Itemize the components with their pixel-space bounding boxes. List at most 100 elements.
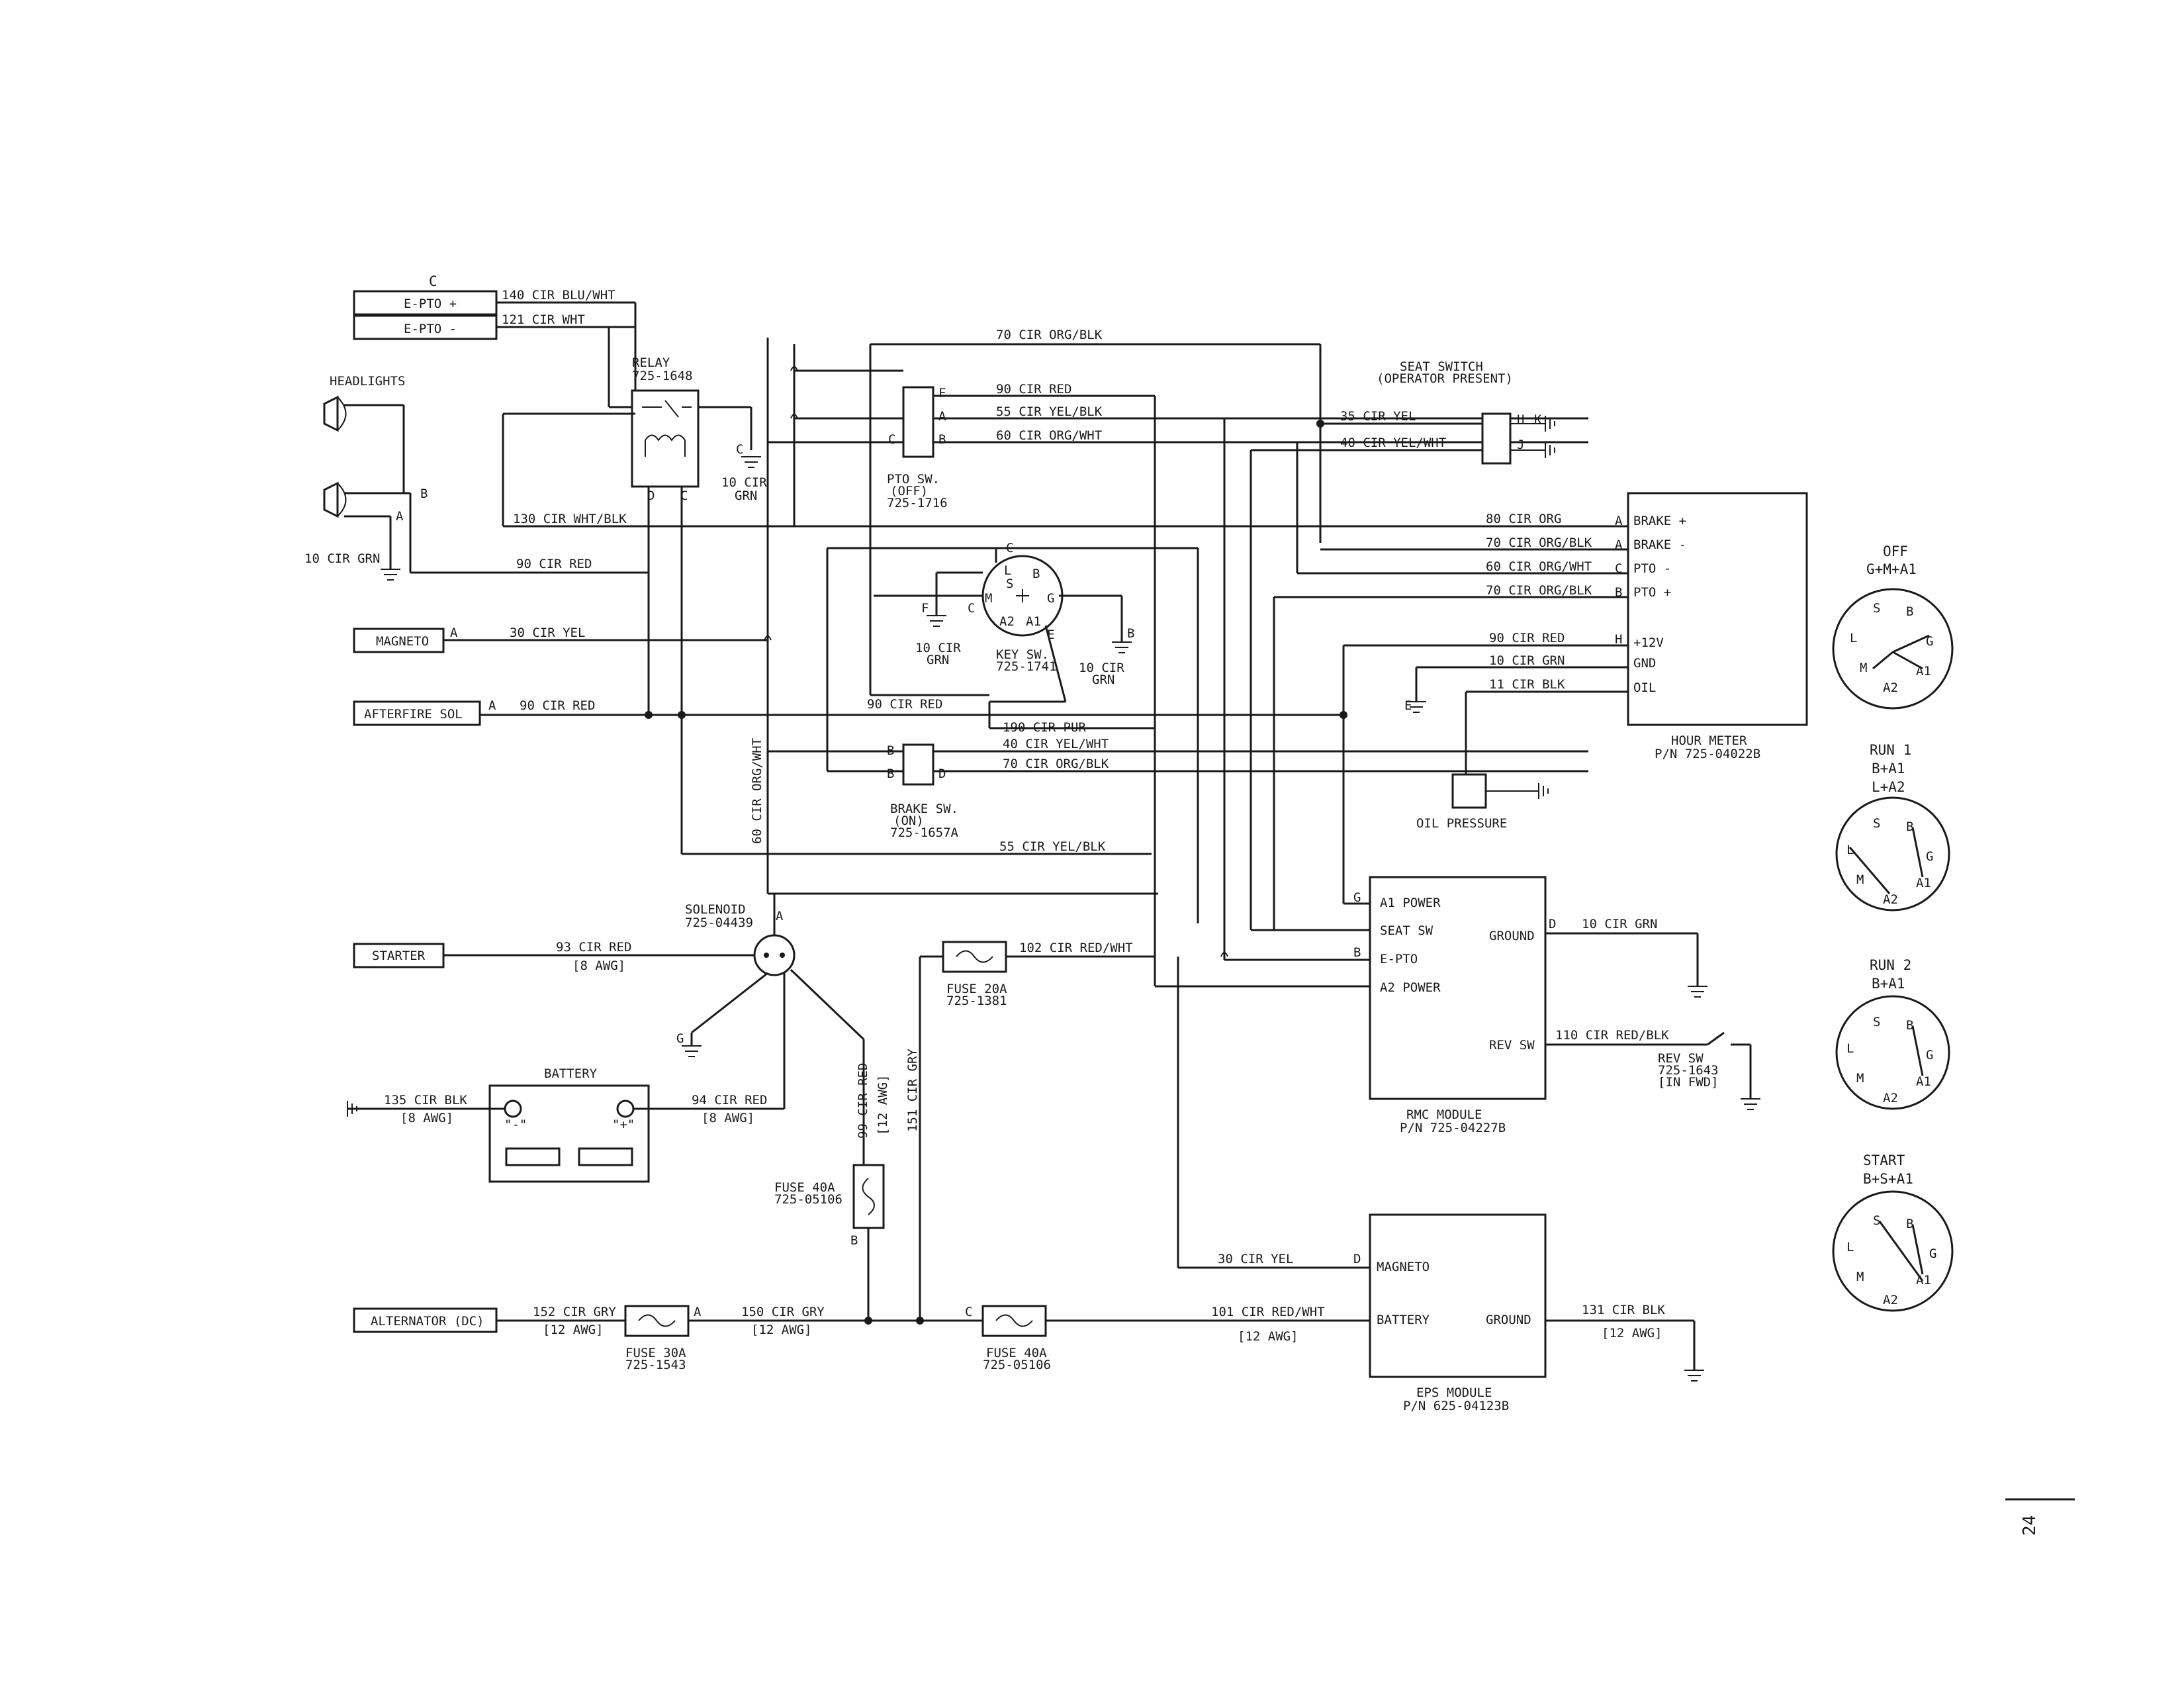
fuse40h-label: FUSE 40A	[986, 1346, 1047, 1360]
solenoid	[753, 934, 796, 976]
solenoid-gnd-g: G	[676, 1031, 684, 1046]
wire-190-label: 190 CIR PUR	[1003, 720, 1086, 735]
wire-30-eps-label: 30 CIR YEL	[1218, 1252, 1293, 1266]
start-s: S	[1873, 1213, 1880, 1228]
key-pin-l: L	[1004, 563, 1011, 578]
wire-94-label: 94 CIR RED	[692, 1093, 767, 1107]
rmc-ground-d: D	[1549, 917, 1556, 931]
key-gnd-wire-2: GRN	[927, 653, 949, 667]
battery-label: BATTERY	[544, 1066, 598, 1081]
rmc-pn: P/N 725-04227B	[1400, 1121, 1506, 1135]
key-gnd-wire-1: 10 CIR	[915, 641, 961, 655]
off-a2: A2	[1883, 680, 1898, 695]
pto-pin-b: B	[938, 432, 946, 447]
wire-102-label: 102 CIR RED/WHT	[1019, 941, 1133, 955]
wire-101-label: 101 CIR RED/WHT	[1211, 1305, 1325, 1319]
wire-121-label: 121 CIR WHT	[502, 312, 585, 327]
run2-b: B	[1906, 1018, 1913, 1033]
key-gnd-b: B	[1127, 626, 1134, 641]
epto-minus-connector	[353, 314, 498, 340]
seat-pin-k: K	[1534, 412, 1542, 427]
solenoid-label: SOLENOID	[685, 902, 746, 917]
battery-plus: "+"	[612, 1117, 635, 1132]
rev-sw-fwd: [IN FWD]	[1658, 1075, 1719, 1090]
wire-40-seat-label: 40 CIR YEL/WHT	[1340, 436, 1446, 450]
wire-60-vertical-label: 60 CIR ORG/WHT	[750, 738, 764, 844]
run2-a2: A2	[1883, 1091, 1898, 1105]
afterfire-label: AFTERFIRE SOL	[364, 707, 463, 722]
key-pos-start-combo: B+S+A1	[1863, 1171, 1913, 1187]
wire-60-hm-label: 60 CIR ORG/WHT	[1486, 559, 1592, 574]
fuse30-pn: 725-1543	[625, 1358, 686, 1372]
relay-ground-c: C	[736, 442, 743, 457]
key-pos-start-name: START	[1863, 1152, 1905, 1168]
key-pin-b: B	[1032, 567, 1040, 581]
start-g: G	[1929, 1246, 1936, 1261]
headlight-gnd-wire: 10 CIR GRN	[304, 551, 380, 566]
key-position-run1: RUN 1 B+A1 L+A2 S B L G M A1 A2	[1835, 742, 1950, 912]
hm-pin-brake-minus: BRAKE -	[1633, 538, 1686, 552]
wire-90-headlight-label: 90 CIR RED	[516, 557, 592, 571]
eps-pin-battery: BATTERY	[1377, 1313, 1430, 1327]
pto-sw-pn: 725-1716	[887, 496, 948, 510]
wire-101-awg: [12 AWG]	[1238, 1329, 1298, 1344]
seat-switch-sub: (OPERATOR PRESENT)	[1377, 371, 1513, 386]
wire-152-awg: [12 AWG]	[543, 1323, 604, 1337]
pto-sw-off: (OFF)	[890, 484, 928, 498]
hm-letter-a1: A	[1615, 514, 1623, 528]
afterfire-sol-connector	[353, 700, 481, 726]
brake-switch	[902, 743, 934, 786]
wire-80-label: 80 CIR ORG	[1486, 512, 1561, 526]
rev-sw-label: REV SW	[1658, 1051, 1704, 1066]
rmc-pin-rev-sw: REV SW	[1489, 1038, 1535, 1053]
run1-a2: A2	[1883, 892, 1898, 907]
fuse30-label: FUSE 30A	[625, 1346, 686, 1360]
battery-minus: "-"	[504, 1117, 527, 1132]
magneto-label: MAGNETO	[376, 634, 429, 649]
key-right-gnd-wire-2: GRN	[1092, 673, 1115, 687]
solenoid-pin-a: A	[776, 909, 784, 923]
run2-s: S	[1873, 1015, 1880, 1029]
wire-93-label: 93 CIR RED	[556, 940, 631, 955]
seat-pin-h: H	[1517, 412, 1524, 427]
hour-meter-pn: P/N 725-04022B	[1655, 747, 1760, 761]
epto-plus-connector	[353, 290, 498, 316]
run2-m: M	[1856, 1071, 1864, 1086]
wire-90-pto-label: 90 CIR RED	[996, 382, 1071, 397]
wire-131-awg: [12 AWG]	[1602, 1326, 1662, 1340]
key-pin-c2: C	[968, 601, 975, 616]
fuse20-pn: 725-1381	[946, 994, 1007, 1008]
fuse40v-label: FUSE 40A	[774, 1180, 835, 1195]
alternator-label: ALTERNATOR (DC)	[371, 1314, 484, 1329]
connector-c-label: C	[429, 273, 437, 289]
afterfire-pin-a: A	[488, 698, 496, 713]
wire-110-label: 110 CIR RED/BLK	[1555, 1028, 1669, 1043]
key-pos-run1-combo: B+A1	[1872, 761, 1905, 776]
wire-135-label: 135 CIR BLK	[384, 1093, 467, 1107]
pto-pin-f: F	[938, 386, 946, 400]
headlight-left-bottom	[323, 481, 339, 518]
wire-10-hm-label: 10 CIR GRN	[1489, 653, 1565, 668]
hm-pin-pto-plus: PTO +	[1633, 585, 1671, 600]
key-position-run2: RUN 2 B+A1 S B L G M A1 A2	[1835, 957, 1950, 1110]
wire-152-label: 152 CIR GRY	[533, 1305, 616, 1319]
start-m: M	[1856, 1270, 1864, 1284]
wire-11-hm-label: 11 CIR BLK	[1489, 677, 1565, 692]
fuse40h-pin-c: C	[965, 1305, 972, 1319]
wire-55-bottom-label: 55 CIR YEL/BLK	[999, 839, 1106, 854]
rev-sw-pn: 725-1643	[1658, 1063, 1719, 1078]
pto-pin-c: C	[888, 432, 895, 447]
wire-93-awg: [8 AWG]	[572, 959, 625, 973]
wire-130-label: 130 CIR WHT/BLK	[513, 512, 627, 526]
wire-90-hm-label: 90 CIR RED	[1489, 631, 1565, 645]
eps-letter-d: D	[1353, 1252, 1361, 1266]
wire-90-mid-label: 90 CIR RED	[867, 697, 942, 712]
wire-150-awg: [12 AWG]	[751, 1323, 812, 1337]
hm-pin-oil: OIL	[1633, 680, 1656, 695]
fuse40h-pn: 725-05106	[983, 1358, 1051, 1372]
run1-b: B	[1906, 820, 1913, 834]
battery-neg-terminal	[504, 1100, 522, 1118]
brake-pin-d: D	[938, 767, 946, 781]
oil-pressure-label: OIL PRESSURE	[1416, 816, 1507, 831]
